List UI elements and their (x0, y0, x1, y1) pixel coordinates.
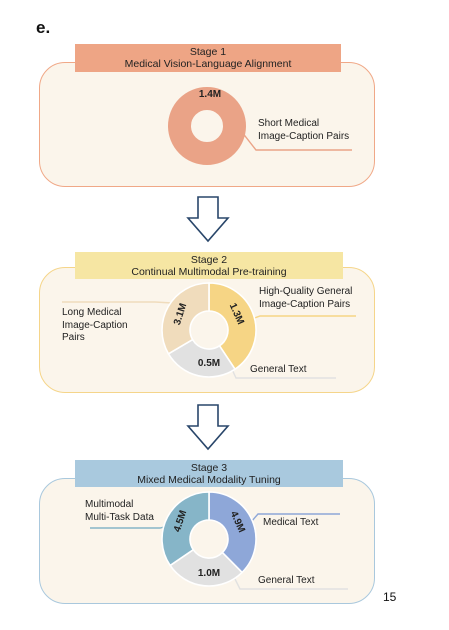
stage2-segment-long (161, 282, 210, 355)
stage3-subtitle: Mixed Medical Modality Tuning (137, 473, 281, 486)
page-number: 15 (383, 590, 397, 604)
stage2-label-long-line1: Long Medical (62, 307, 122, 318)
stage2-label-general-line2: Image-Caption Pairs (259, 298, 351, 310)
stage1-label-line2: Image-Caption Pairs (258, 130, 350, 142)
stage3-segment-general-text (169, 548, 244, 587)
stage1-label-line1: Short Medical (258, 118, 320, 129)
stage2-label-long-line3: Pairs (62, 332, 85, 343)
stage3-value-text: 1.0M (198, 568, 220, 579)
stage2-label-long: Long Medical Image-Caption Pairs (62, 307, 128, 345)
stage1-box (39, 62, 375, 187)
stage3-label-multitask: Multimodal Multi-Task Data (85, 499, 154, 524)
stage3-banner: Stage 3 Mixed Medical Modality Tuning (75, 460, 343, 487)
stage2-title: Stage 2 (190, 253, 228, 266)
stage3-title: Stage 3 (190, 461, 228, 474)
stage2-banner: Stage 2 Continual Multimodal Pre-trainin… (75, 252, 343, 279)
panel-label: e. (36, 18, 51, 37)
stage2-label-long-line2: Image-Caption (62, 319, 128, 331)
stage2-label-general-text: General Text (250, 364, 307, 375)
stage2-subtitle: Continual Multimodal Pre-training (131, 265, 287, 278)
stage3-segment-multitask (161, 491, 210, 567)
stage3-label-medical-text: Medical Text (263, 517, 319, 528)
stage2-value-text: 0.5M (198, 358, 220, 369)
stage1-title: Stage 1 (189, 46, 227, 58)
stage3-label-multitask-line2: Multi-Task Data (85, 511, 154, 523)
stage1-chart: 1.4M (168, 87, 352, 165)
stage2-label-general-line1: High-Quality General (259, 286, 353, 297)
stage1-center-value: 1.4M (199, 89, 221, 100)
stage2-segment-general-text (167, 338, 237, 378)
stage1-banner: Stage 1 Medical Vision-Language Alignmen… (75, 44, 341, 72)
stage3-segment-medical-text (208, 491, 257, 574)
stage2-label-general-pairs: High-Quality General Image-Caption Pairs (259, 286, 352, 311)
stage3-label-general-text: General Text (258, 575, 315, 586)
stage1-ring (168, 87, 246, 165)
stage1-label: Short Medical Image-Caption Pairs (258, 118, 349, 143)
stage3-label-multitask-line1: Multimodal (85, 499, 134, 510)
stage1-subtitle: Medical Vision-Language Alignment (124, 58, 292, 70)
stage2-leader-long (62, 301, 173, 304)
